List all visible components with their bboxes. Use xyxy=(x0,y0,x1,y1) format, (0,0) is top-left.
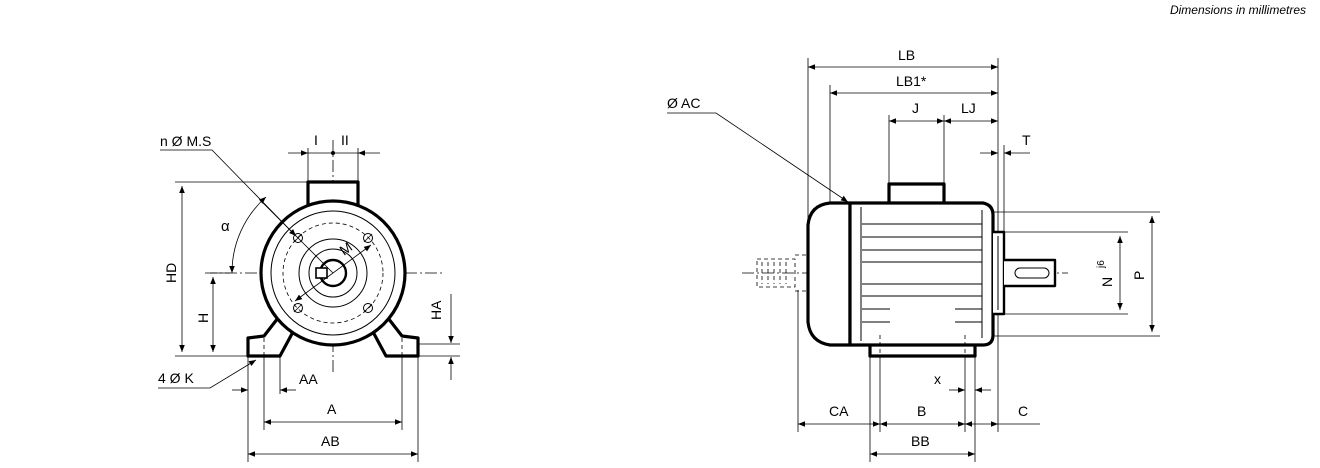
shaft-key xyxy=(315,267,328,279)
label-lb1: LB1* xyxy=(896,73,927,89)
ac-leader xyxy=(667,112,849,203)
flange-holes-leader xyxy=(160,149,297,237)
rear-shaft xyxy=(756,254,808,292)
label-c: C xyxy=(1018,403,1028,419)
cooling-fins xyxy=(862,223,982,323)
side-view: LB LB1* J LJ T Ø AC N j6 P xyxy=(667,47,1160,462)
label-j: J xyxy=(912,100,919,116)
fan-cover xyxy=(806,201,852,347)
terminal-box-side xyxy=(887,182,946,205)
label-flange-holes: n Ø M.S xyxy=(160,133,211,149)
dim-center-dot xyxy=(331,151,335,155)
label-ii: II xyxy=(341,132,349,148)
label-b: B xyxy=(917,403,926,419)
label-feet-holes: 4 Ø K xyxy=(158,370,194,386)
bolt-circle xyxy=(282,222,384,324)
label-n-tolerance: j6 xyxy=(1096,260,1107,269)
label-lj: LJ xyxy=(961,100,976,116)
flange-outline xyxy=(270,210,396,336)
label-aa: AA xyxy=(299,371,318,387)
shaft-keyway xyxy=(1014,267,1050,279)
label-ca: CA xyxy=(829,403,849,419)
label-hd: HD xyxy=(163,263,179,283)
label-bb: BB xyxy=(911,433,930,449)
alpha-reference-line xyxy=(259,199,334,274)
front-shaft xyxy=(1004,258,1057,288)
label-lb: LB xyxy=(898,47,915,63)
label-x: x xyxy=(934,371,941,387)
alpha-angle-arc xyxy=(229,196,267,274)
label-h: H xyxy=(195,313,211,323)
feet-holes-leader xyxy=(158,359,257,389)
units-note: Dimensions in millimetres xyxy=(1169,3,1306,17)
label-i: I xyxy=(314,132,318,148)
label-t: T xyxy=(1022,132,1031,148)
label-ab: AB xyxy=(321,433,340,449)
label-ha: HA xyxy=(428,300,444,320)
front-view: M n Ø M.S I II α HD H HA 4 Ø K xyxy=(158,132,460,462)
label-n: N xyxy=(1099,277,1115,287)
label-ac: Ø AC xyxy=(667,95,700,111)
label-p: P xyxy=(1131,271,1147,280)
label-alpha: α xyxy=(221,218,230,235)
label-a: A xyxy=(327,401,337,417)
